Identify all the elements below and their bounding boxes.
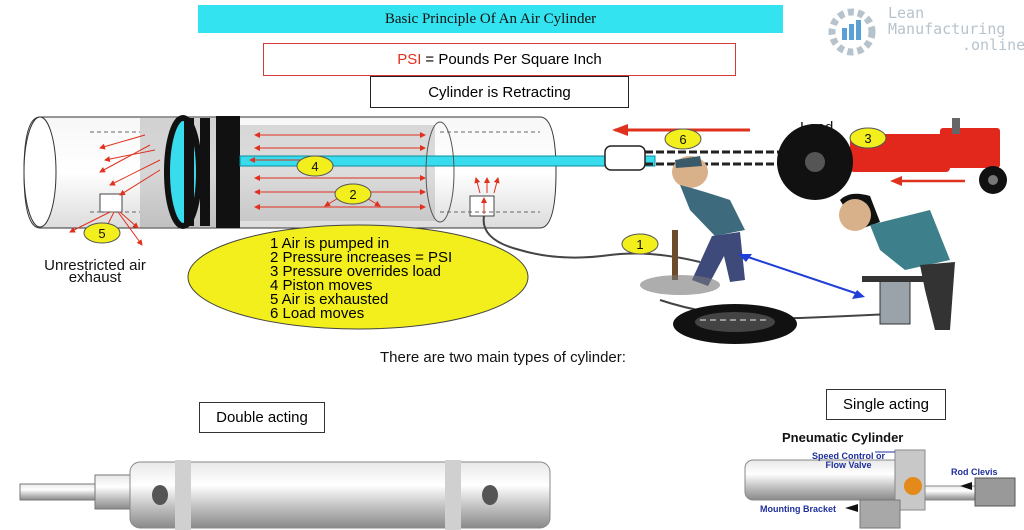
- worker-pumping: [839, 193, 955, 330]
- step-item: 3 Pressure overrides load: [270, 263, 441, 280]
- exhaust-label: Unrestricted air exhaust: [25, 257, 165, 286]
- pneumatic-cylinder-title: Pneumatic Cylinder: [782, 430, 904, 445]
- gear-icon: [828, 8, 876, 56]
- step-item: 5 Air is exhausted: [270, 291, 389, 308]
- marker-4: 4: [296, 155, 334, 177]
- marker-3: 3: [849, 127, 887, 149]
- single-acting-label: Single acting: [826, 389, 946, 420]
- psi-abbreviation: PSI: [397, 51, 422, 68]
- cylinder-state-label: Cylinder is Retracting: [370, 76, 629, 108]
- step-item: 6 Load moves: [270, 305, 365, 322]
- step-item: 4 Piston moves: [270, 277, 373, 294]
- rod-clevis-chain: [604, 145, 780, 171]
- marker-2: 2: [334, 183, 372, 205]
- marker-1: 1: [621, 233, 659, 255]
- rod-clevis-label: Rod Clevis: [951, 467, 998, 477]
- svg-text:3: 3: [864, 131, 871, 146]
- svg-text:4: 4: [311, 159, 318, 174]
- logo-line1: Lean: [888, 4, 925, 22]
- exhaust-label-line1: Unrestricted air: [44, 257, 146, 274]
- svg-text:1: 1: [636, 237, 643, 252]
- svg-text:2: 2: [349, 187, 356, 202]
- exhaust-port: [99, 193, 123, 213]
- psi-definition: = Pounds Per Square Inch: [425, 51, 602, 68]
- double-acting-label: Double acting: [199, 402, 325, 433]
- marker-5: 5: [83, 222, 121, 244]
- page-title: Basic Principle Of An Air Cylinder: [198, 5, 783, 33]
- air-hose: [482, 215, 701, 263]
- logo: Lean Manufacturing .online: [822, 0, 1024, 65]
- step-item: 2 Pressure increases = PSI: [270, 249, 453, 266]
- piston: [164, 115, 240, 229]
- tire: [673, 304, 797, 344]
- speed-control-label: Speed Control or Flow Valve: [812, 451, 886, 470]
- cylinder-types-sentence: There are two main types of cylinder:: [380, 349, 626, 366]
- inlet-port: [469, 195, 495, 217]
- psi-definition-box: PSI = Pounds Per Square Inch: [263, 43, 736, 76]
- marker-6: 6: [664, 128, 702, 150]
- svg-text:6: 6: [679, 132, 686, 147]
- logo-line2: Manufacturing: [888, 20, 1006, 38]
- steps-ellipse: [187, 224, 529, 330]
- svg-text:5: 5: [98, 226, 105, 241]
- piston-rod: [239, 155, 656, 167]
- step-item: 1 Air is pumped in: [270, 235, 390, 252]
- pressure-chamber: [240, 125, 435, 221]
- double-acting-cylinder: [19, 460, 551, 530]
- exhaust-label-line2: exhaust: [68, 269, 122, 286]
- steps-list: 1 Air is pumped in 2 Pressure increases …: [270, 235, 520, 322]
- single-acting-cylinder: [744, 449, 1016, 529]
- air-cylinder: [23, 115, 656, 229]
- logo-line3: .online: [962, 36, 1024, 54]
- blue-double-arrow: [738, 254, 865, 299]
- mounting-bracket-label: Mounting Bracket: [760, 504, 837, 514]
- worker-pushing: [640, 156, 745, 295]
- load-label: Load: [800, 119, 834, 136]
